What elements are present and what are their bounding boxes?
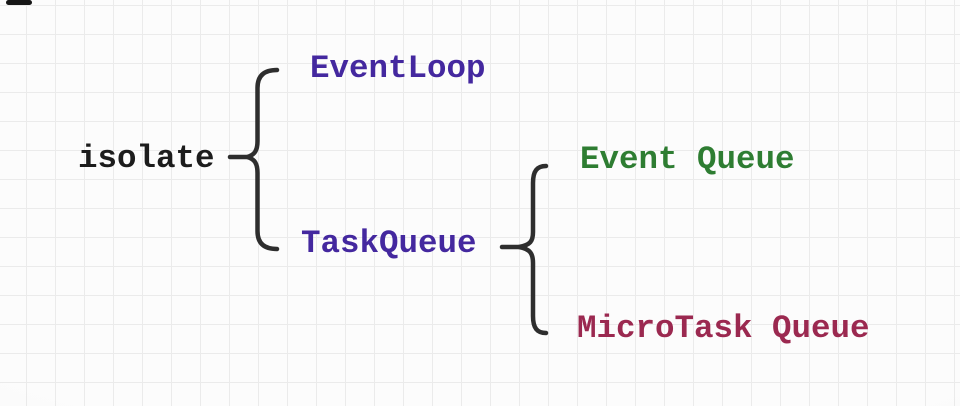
corner-mark [6,0,32,5]
node-event-loop: EventLoop [310,50,486,87]
node-microtask-queue: MicroTask Queue [577,310,870,347]
node-task-queue: TaskQueue [301,225,477,262]
curly-brace-taskqueue-icon [499,163,549,336]
node-isolate: isolate [78,140,215,177]
node-event-queue: Event Queue [580,141,795,178]
curly-brace-isolate-icon [227,67,280,252]
